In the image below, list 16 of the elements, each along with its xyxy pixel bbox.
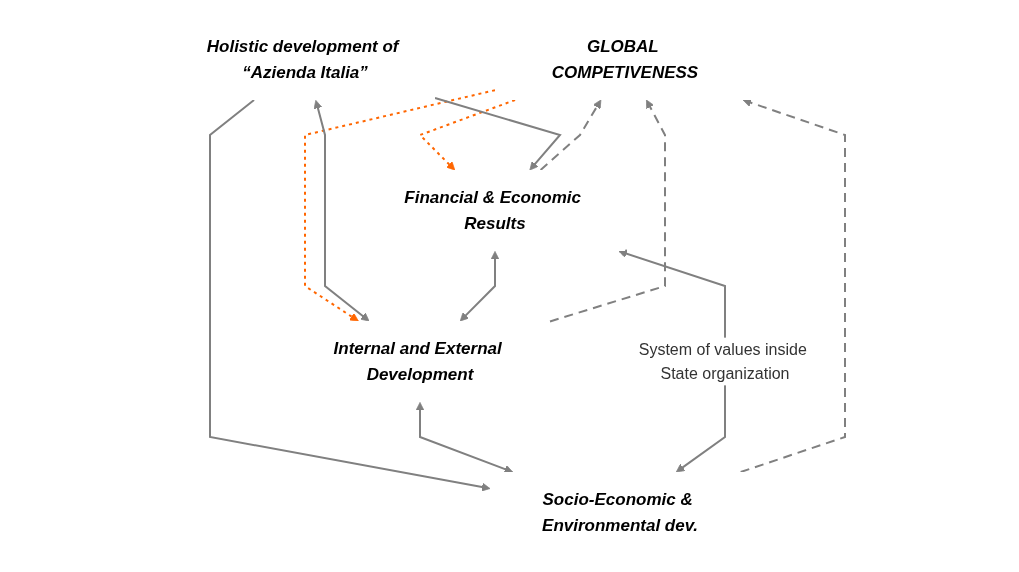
arrow (208, 99, 490, 492)
arrow (417, 99, 516, 171)
arrow (313, 100, 369, 322)
arrow (539, 99, 601, 171)
node-text: GLOBAL COMPETIVENESS (551, 37, 698, 82)
arrow (548, 99, 666, 323)
node-text: Financial & Economic Results (403, 188, 581, 233)
node-text: Internal and External Development (333, 339, 502, 384)
node-text: Socio-Economic & Environmental dev. (541, 490, 698, 535)
arrow (415, 402, 513, 474)
node-text: Holistic development of “Azienda Italia” (206, 37, 398, 82)
arrow (433, 97, 562, 171)
edge-label: System of values inside State organization (638, 340, 807, 382)
arrow (303, 89, 496, 322)
arrow (459, 251, 499, 322)
arrow (739, 98, 846, 473)
